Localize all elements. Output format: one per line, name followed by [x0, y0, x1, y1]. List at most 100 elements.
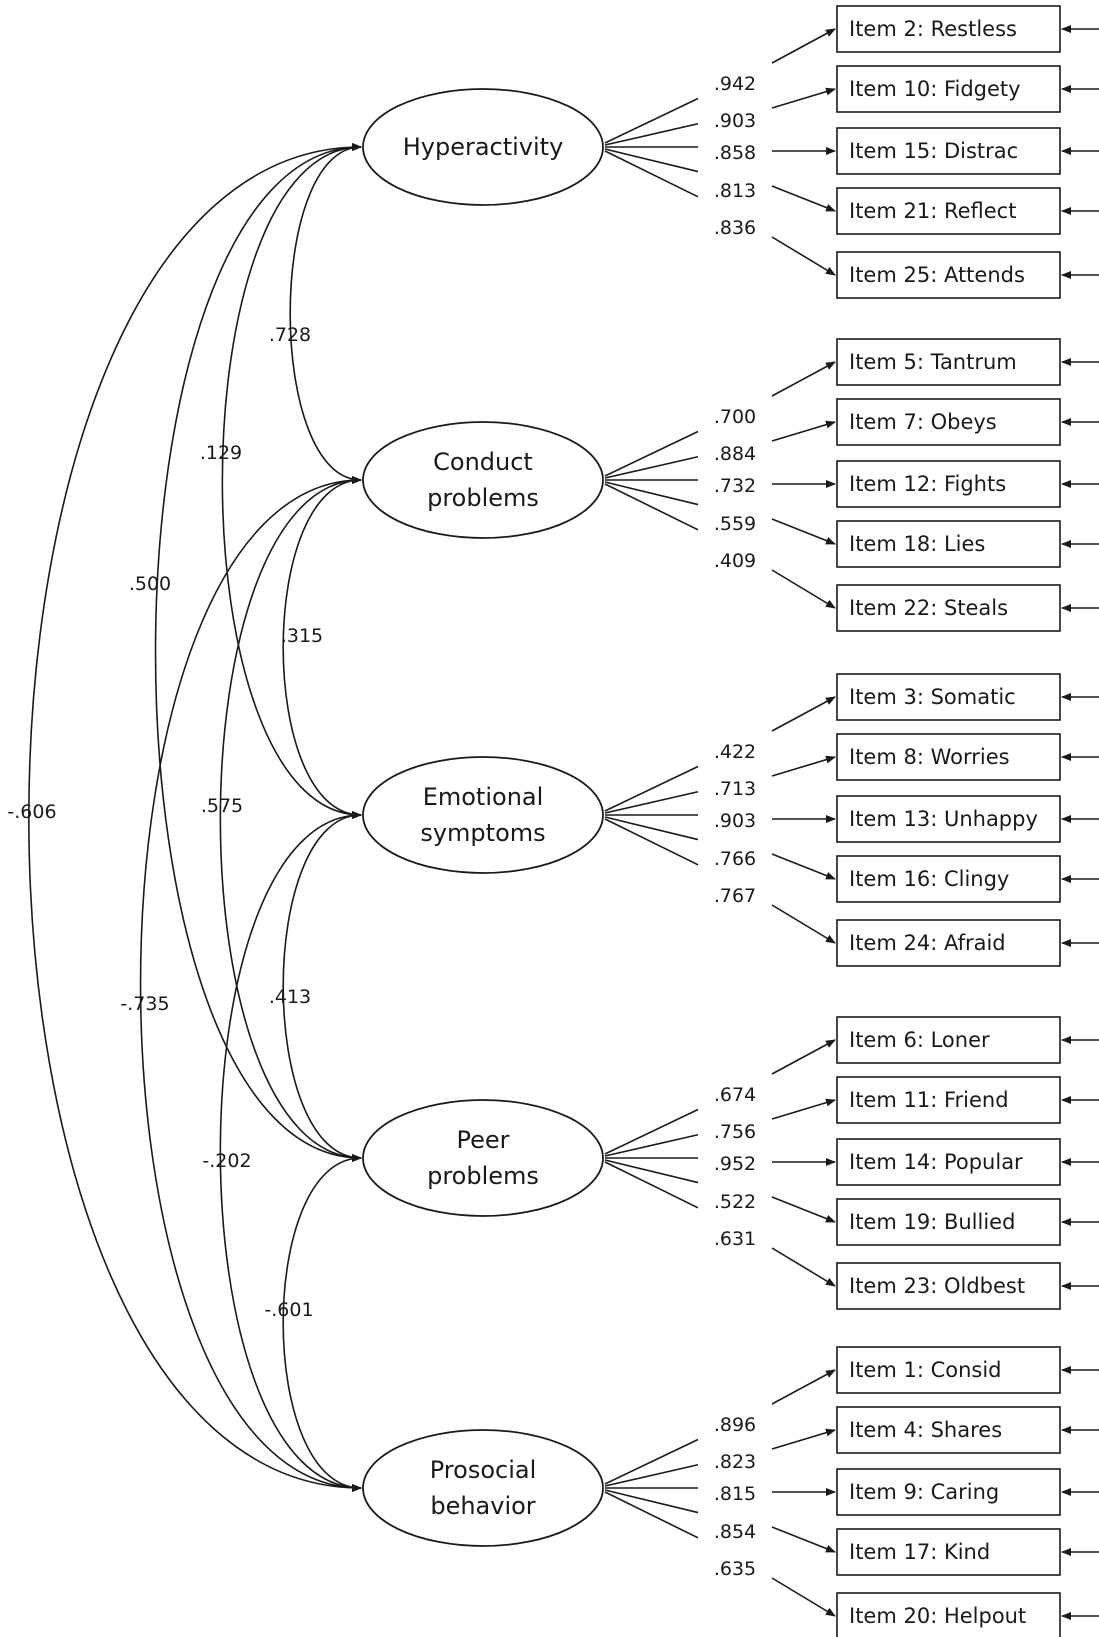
indicator-label: Item 15: Distrac	[849, 139, 1018, 163]
loading-label: .884	[714, 443, 756, 465]
loading-path	[604, 1489, 699, 1514]
loading-arrow	[771, 1428, 836, 1450]
indicator-box	[836, 855, 1061, 903]
correlation-label: -.606	[7, 801, 56, 823]
indicator-label: Item 22: Steals	[849, 596, 1008, 620]
correlation-label: .728	[269, 324, 311, 346]
loading-path	[604, 790, 699, 814]
loading-path	[604, 455, 699, 479]
indicator-label: Item 20: Helpout	[849, 1604, 1026, 1628]
loading-label: .631	[714, 1228, 756, 1250]
factor-hyper: Hyperactivity	[362, 88, 604, 206]
indicator-box	[836, 251, 1061, 299]
indicator-box	[836, 460, 1061, 508]
factor-label: behavior	[430, 1492, 535, 1520]
loading-arrow	[771, 1098, 836, 1120]
loading-path	[604, 1491, 699, 1539]
loading-label: .700	[714, 406, 756, 428]
indicator-label: Item 3: Somatic	[849, 685, 1016, 709]
loading-label: .522	[714, 1191, 756, 1213]
loading-arrow	[771, 569, 836, 609]
indicator-box	[836, 1468, 1061, 1516]
loading-label: .713	[714, 778, 756, 800]
indicator-label: Item 12: Fights	[849, 472, 1006, 496]
indicator-label: Item 14: Popular	[849, 1150, 1023, 1174]
indicator-box	[836, 1592, 1061, 1637]
indicator-label: Item 8: Worries	[849, 745, 1010, 769]
loading-path	[604, 765, 699, 812]
correlation-arc	[289, 143, 362, 484]
indicator-label: Item 2: Restless	[849, 17, 1017, 41]
correlation-label: .575	[201, 795, 243, 817]
correlation-arc	[219, 811, 362, 1492]
loading-arrow	[771, 1577, 836, 1617]
loading-arrow	[771, 361, 836, 397]
loading-arrow	[771, 1039, 836, 1075]
loading-label: .813	[714, 180, 756, 202]
indicator-label: Item 1: Consid	[849, 1358, 1002, 1382]
factor-loadings: .942.903.858.813.836.700.884.732.559.409…	[604, 28, 836, 1617]
factor-label: problems	[427, 484, 539, 512]
correlation-label: .500	[129, 573, 171, 595]
loading-path	[604, 430, 699, 477]
loading-path	[604, 1438, 699, 1485]
correlation-arc	[282, 476, 362, 819]
indicator-box	[836, 65, 1061, 113]
loading-arrow	[771, 696, 836, 732]
indicator-label: Item 11: Friend	[849, 1088, 1009, 1112]
indicator-box	[836, 398, 1061, 446]
factor-label: Peer	[456, 1126, 509, 1154]
factor-label: problems	[427, 1162, 539, 1190]
indicator-label: Item 7: Obeys	[849, 410, 997, 434]
loading-label: .635	[714, 1558, 756, 1580]
loading-label: .836	[714, 217, 756, 239]
correlation-arc	[28, 143, 362, 1492]
indicator-label: Item 21: Reflect	[849, 199, 1016, 223]
indicator-box	[836, 520, 1061, 568]
correlation-label: -.202	[202, 1150, 251, 1172]
indicator-box	[836, 1262, 1061, 1310]
loading-label: .942	[714, 73, 756, 95]
indicator-box	[836, 338, 1061, 386]
indicator-label: Item 6: Loner	[849, 1028, 990, 1052]
loading-arrow	[771, 518, 836, 545]
correlation-arc	[139, 476, 362, 1492]
correlation-arc	[154, 143, 362, 1162]
factor-ellipse	[362, 1099, 604, 1217]
correlation-label: .413	[269, 986, 311, 1008]
loading-label: .815	[714, 1483, 756, 1505]
indicator-box	[836, 127, 1061, 175]
factor-ellipse	[362, 421, 604, 539]
correlation-label: .129	[200, 442, 242, 464]
indicator-box	[836, 1138, 1061, 1186]
correlation-arc	[282, 811, 362, 1162]
loading-label: .559	[714, 513, 756, 535]
indicator-box	[836, 733, 1061, 781]
indicator-box	[836, 1346, 1061, 1394]
indicator-label: Item 16: Clingy	[849, 867, 1009, 891]
indicator-label: Item 9: Caring	[849, 1480, 999, 1504]
loading-label: .823	[714, 1451, 756, 1473]
correlation-arc	[221, 143, 362, 819]
loading-label: .767	[714, 885, 756, 907]
loading-path	[604, 481, 699, 506]
loading-path	[604, 1161, 699, 1209]
loading-arrow	[771, 236, 836, 276]
loading-arrow	[771, 28, 836, 64]
indicator-box	[836, 919, 1061, 967]
loading-label: .854	[714, 1521, 756, 1543]
correlation-label: -.601	[264, 1299, 313, 1321]
loading-arrow	[771, 1247, 836, 1287]
loading-path	[604, 122, 699, 146]
loading-label: .903	[714, 810, 756, 832]
loading-arrow	[771, 87, 836, 109]
loading-label: .674	[714, 1084, 756, 1106]
factor-label: Emotional	[423, 783, 544, 811]
indicator-label: Item 19: Bullied	[849, 1210, 1015, 1234]
loading-path	[604, 1159, 699, 1184]
correlation-arc	[219, 476, 362, 1162]
factor-label: symptoms	[420, 819, 545, 847]
factor-label: Hyperactivity	[403, 133, 564, 161]
